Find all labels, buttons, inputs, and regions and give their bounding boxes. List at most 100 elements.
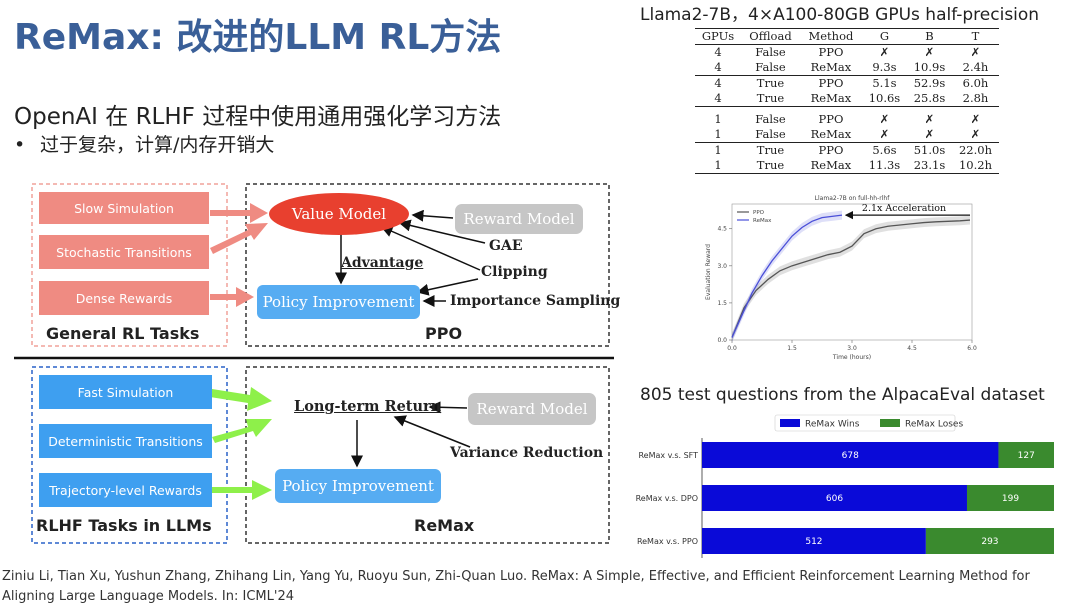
x-tick-label: 4.5 [907, 345, 917, 352]
rlhf-frame [31, 366, 228, 544]
bar-segment [702, 528, 926, 554]
legend-swatch [880, 419, 900, 427]
series-band [732, 215, 970, 342]
table-cell: 1 [714, 158, 722, 172]
table-cell: ReMax [810, 60, 852, 74]
table-cell: ✗ [924, 127, 935, 141]
table-cell: 52.9s [906, 75, 952, 91]
table-cell: ReMax [810, 91, 852, 105]
data-label: 606 [826, 494, 843, 504]
table-header: Llama2-7B，4×A100-80GB GPUs half-precisio… [640, 5, 1040, 25]
x-tick-label: 1.5 [787, 345, 797, 352]
legend-swatch [780, 419, 800, 427]
input-box: Trajectory-level Rewards [39, 473, 212, 507]
annotation: 2.1x Acceleration [862, 203, 946, 214]
category-label: ReMax v.s. PPO [637, 537, 698, 546]
x-tick-label: 3.0 [847, 345, 857, 352]
table-cell: 11.3s [868, 158, 901, 172]
gae-label: GAE [489, 238, 523, 254]
importance-sampling-label: Importance Sampling [450, 293, 621, 309]
table-cell: 5.1s [861, 75, 907, 91]
table-cell: True [756, 158, 785, 172]
data-label: 678 [842, 451, 859, 461]
data-label: 127 [1018, 451, 1035, 461]
legend-label: ReMax Loses [905, 420, 963, 430]
clipping-label: Clipping [481, 264, 548, 280]
arrow-fast [210, 387, 272, 411]
bar-segment [702, 485, 967, 511]
y-tick-label: 3.0 [717, 263, 727, 270]
table-cell: 6.0h [952, 75, 999, 91]
reward-model-node: Reward Model [455, 204, 583, 234]
arrow-dense [210, 287, 254, 307]
data-label: 199 [1002, 494, 1019, 504]
arrow-deterministic [212, 419, 272, 443]
table-cell: 51.0s [906, 142, 952, 158]
legend-label: ReMax Wins [805, 420, 860, 430]
table-cell: False [755, 45, 786, 59]
table-cell: ✗ [970, 45, 981, 59]
arrow-slow [210, 203, 268, 223]
rlhf-label: RLHF Tasks in LLMs [36, 516, 212, 535]
x-tick-label: 0.0 [727, 345, 737, 352]
ppo-label: PPO [425, 324, 463, 343]
table-column-header: B [925, 29, 934, 43]
table-cell: 1 [714, 112, 722, 126]
slide-subtitle: OpenAI 在 RLHF 过程中使用通用强化学习方法 [14, 104, 502, 130]
table-cell: 1 [695, 142, 742, 158]
arrow-stochastic [210, 223, 268, 254]
table-cell: ✗ [970, 127, 981, 141]
input-box: Deterministic Transitions [39, 424, 212, 458]
arrow-trajectory [212, 480, 272, 500]
bullet-mark: • [14, 134, 26, 156]
general-rl-label: General RL Tasks [46, 324, 200, 343]
bar-segment [966, 485, 1054, 511]
table-cell: ✗ [924, 112, 935, 126]
table-cell: ✗ [879, 45, 890, 59]
y-axis-label: Evaluation Reward [705, 244, 712, 300]
input-box: Dense Rewards [39, 281, 209, 315]
table-cell: ✗ [970, 112, 981, 126]
table-cell: ✗ [879, 127, 890, 141]
series-band [732, 210, 842, 342]
legend-label: PPO [753, 210, 765, 216]
variance-reduction-label: Variance Reduction [450, 445, 604, 461]
diagram-arrows [14, 183, 614, 544]
table-cell: 4 [714, 45, 722, 59]
table-cell: 4 [695, 75, 742, 91]
legend-frame [774, 414, 956, 432]
y-tick-label: 1.5 [717, 300, 727, 307]
table-cell: 10.9s [913, 60, 946, 74]
ppo-frame [245, 183, 610, 347]
bar-chart-title: 805 test questions from the AlpacaEval d… [640, 385, 1045, 405]
table-column-header: G [879, 29, 890, 43]
bullet-text: 过于复杂，计算/内存开销大 [40, 134, 275, 156]
series-line-ppo [731, 219, 971, 338]
table-cell: 10.6s [868, 91, 901, 105]
table-column-header: Offload [749, 29, 792, 43]
series-line-remax [731, 214, 843, 338]
table-cell: ReMax [810, 127, 852, 141]
table-cell: 4 [714, 91, 722, 105]
table-cell: 25.8s [913, 91, 946, 105]
table-cell: 5.6s [861, 142, 907, 158]
table-cell: 22.0h [952, 142, 999, 158]
value-model-node: Value Model [269, 193, 409, 235]
data-label: 293 [981, 537, 998, 547]
x-axis-label: Time (hours) [832, 354, 871, 361]
bar-segment [702, 442, 999, 468]
table-cell: 10.2h [958, 158, 992, 172]
input-box: Slow Simulation [39, 192, 209, 224]
general-rl-frame [31, 183, 228, 347]
slide-title: ReMax: 改进的LLM RL方法 [14, 17, 502, 58]
bullet-point: • 过于复杂，计算/内存开销大 [14, 130, 274, 157]
category-label: ReMax v.s. SFT [638, 451, 698, 460]
table-cell: 23.1s [913, 158, 946, 172]
